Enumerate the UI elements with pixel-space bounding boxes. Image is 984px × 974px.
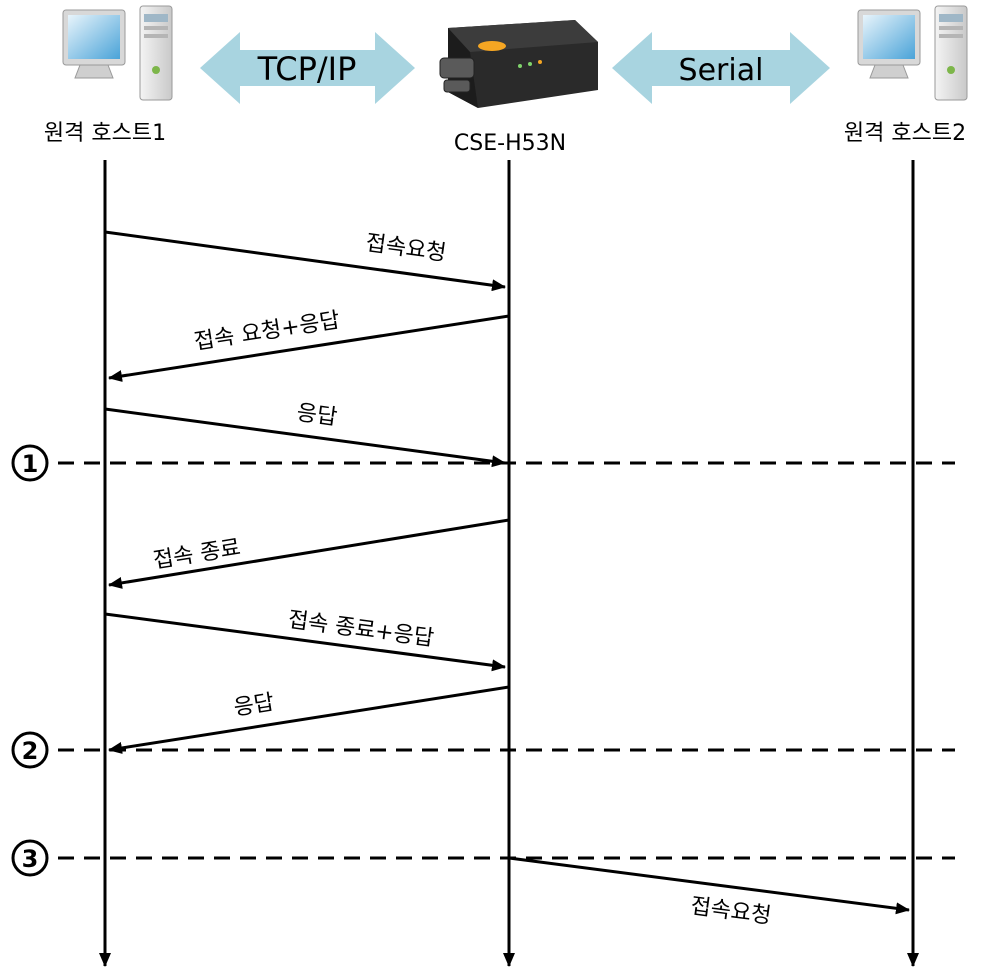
message-label-6: 응답 bbox=[232, 690, 276, 721]
serial-label: Serial bbox=[679, 53, 764, 88]
message-label-7: 접속요청 bbox=[689, 894, 773, 929]
message-arrow-3 bbox=[104, 407, 506, 468]
message-arrow-7 bbox=[508, 856, 910, 915]
serial-link-arrow: Serial bbox=[612, 32, 830, 104]
svg-text:1: 1 bbox=[22, 450, 39, 478]
message-arrow-5 bbox=[104, 612, 506, 672]
host2-label: 원격 호스트2 bbox=[844, 121, 966, 146]
step-marker-2: 2 bbox=[11, 731, 49, 769]
computer-icon-left bbox=[62, 5, 173, 101]
step-marker-3: 3 bbox=[11, 839, 49, 877]
step-marker-1: 1 bbox=[11, 444, 49, 482]
host1-label: 원격 호스트1 bbox=[44, 121, 166, 146]
message-arrow-4 bbox=[108, 518, 510, 589]
message-label-1: 접속요청 bbox=[364, 231, 448, 267]
message-label-2: 접속 요청+응답 bbox=[193, 308, 342, 355]
device-label: CSE-H53N bbox=[454, 131, 566, 156]
svg-text:2: 2 bbox=[22, 737, 39, 765]
message-arrow-2 bbox=[108, 314, 510, 382]
computer-icon-right bbox=[857, 5, 968, 101]
message-label-3: 응답 bbox=[295, 400, 338, 430]
tcpip-link-arrow: TCP/IP bbox=[200, 32, 415, 104]
message-arrow-1 bbox=[104, 230, 506, 292]
device-icon bbox=[439, 20, 598, 108]
tcpip-label: TCP/IP bbox=[257, 50, 357, 88]
message-label-4: 접속 종료 bbox=[152, 535, 243, 574]
svg-text:3: 3 bbox=[22, 845, 39, 873]
message-label-5: 접속 종료+응답 bbox=[286, 608, 435, 652]
message-arrow-6 bbox=[108, 685, 510, 754]
